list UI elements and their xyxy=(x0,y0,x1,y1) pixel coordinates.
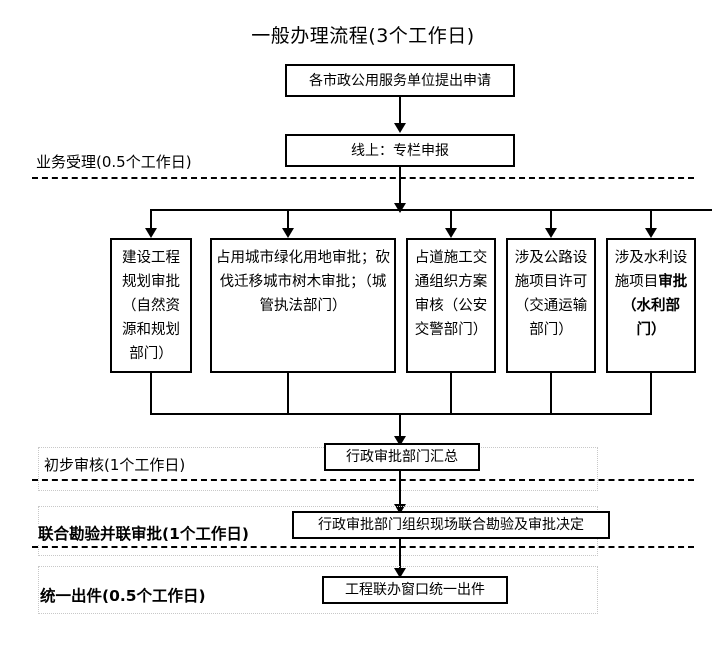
connector-apply-to-online xyxy=(399,97,401,124)
stage-band-preliminary xyxy=(38,447,598,491)
merge-leg-1 xyxy=(150,373,152,414)
node-branch-planning-label: 建设工程规划审批（自然资源和规划部门） xyxy=(122,250,180,362)
node-branch-greening-label: 占用城市绿化用地审批；砍伐迁移城市树木审批；（城管执法部门） xyxy=(216,250,390,314)
stage-separator-accept xyxy=(32,177,694,179)
node-branch-traffic[interactable]: 占道施工交通组织方案审核（公安交警部门） xyxy=(406,238,496,373)
stage-label-accept: 业务受理(0.5个工作日) xyxy=(36,153,192,171)
node-issue-label: 工程联办窗口统一出件 xyxy=(345,582,485,598)
merge-leg-3 xyxy=(450,373,452,414)
node-branch-greening[interactable]: 占用城市绿化用地审批；砍伐迁移城市树木审批；（城管执法部门） xyxy=(210,238,396,373)
stage-label-unified: 统一出件(0.5个工作日) xyxy=(40,587,206,605)
fanout-leg-5 xyxy=(650,209,652,231)
fanout-leg-3 xyxy=(450,209,452,231)
node-branch-traffic-label: 占道施工交通组织方案审核（公安交警部门） xyxy=(414,250,488,338)
stage-separator-joint xyxy=(32,546,694,548)
fanout-leg-1 xyxy=(150,209,152,231)
merge-leg-2 xyxy=(287,373,289,414)
node-branch-water-label-a: 涉及水利设施项目 xyxy=(614,250,688,290)
merge-leg-4 xyxy=(550,373,552,414)
node-joint-review[interactable]: 行政审批部门组织现场联合勘验及审批决定 xyxy=(292,511,610,539)
connector-merge-to-summary xyxy=(399,413,401,441)
page-title: 一般办理流程(3个工作日) xyxy=(251,25,475,47)
arrowhead-online-to-bus xyxy=(394,203,406,213)
stage-band-unified xyxy=(38,566,598,614)
connector-summary-to-joint xyxy=(399,471,401,509)
stage-label-preliminary: 初步审核(1个工作日) xyxy=(42,455,188,475)
stage-label-joint: 联合勘验并联审批(1个工作日) xyxy=(36,524,251,544)
arrowhead-summary-to-joint xyxy=(394,504,406,514)
node-summary[interactable]: 行政审批部门汇总 xyxy=(324,443,480,471)
node-apply-label: 各市政公用服务单位提出申请 xyxy=(309,72,491,89)
connector-joint-to-issue xyxy=(399,539,401,573)
node-branch-highway[interactable]: 涉及公路设施项目许可（交通运输部门） xyxy=(506,238,596,373)
fanout-leg-4 xyxy=(550,209,552,231)
fanout-bus xyxy=(150,209,712,211)
node-branch-water[interactable]: 涉及水利设施项目审批（水利部门） xyxy=(606,238,696,373)
fanout-leg-2 xyxy=(287,209,289,231)
fanout-arrow-3 xyxy=(445,228,457,238)
arrowhead-apply-to-online xyxy=(394,123,406,133)
arrowhead-joint-to-issue xyxy=(394,568,406,578)
fanout-arrow-5 xyxy=(645,228,657,238)
node-summary-label: 行政审批部门汇总 xyxy=(346,449,458,465)
merge-bus xyxy=(150,413,652,415)
arrowhead-merge-to-summary xyxy=(394,436,406,446)
node-branch-highway-label: 涉及公路设施项目许可（交通运输部门） xyxy=(514,250,588,338)
node-issue[interactable]: 工程联办窗口统一出件 xyxy=(322,576,508,604)
fanout-arrow-1 xyxy=(145,228,157,238)
merge-leg-5 xyxy=(650,373,652,414)
fanout-arrow-4 xyxy=(545,228,557,238)
node-branch-planning[interactable]: 建设工程规划审批（自然资源和规划部门） xyxy=(110,238,192,373)
stage-separator-preliminary xyxy=(32,479,694,481)
node-apply[interactable]: 各市政公用服务单位提出申请 xyxy=(285,64,515,97)
node-online-label: 线上：专栏申报 xyxy=(351,142,449,159)
node-online[interactable]: 线上：专栏申报 xyxy=(285,134,515,167)
fanout-arrow-2 xyxy=(282,228,294,238)
node-branch-water-label-b: 审批（水利部门） xyxy=(622,274,688,338)
connector-online-to-bus xyxy=(399,167,401,209)
node-joint-review-label: 行政审批部门组织现场联合勘验及审批决定 xyxy=(318,517,584,533)
